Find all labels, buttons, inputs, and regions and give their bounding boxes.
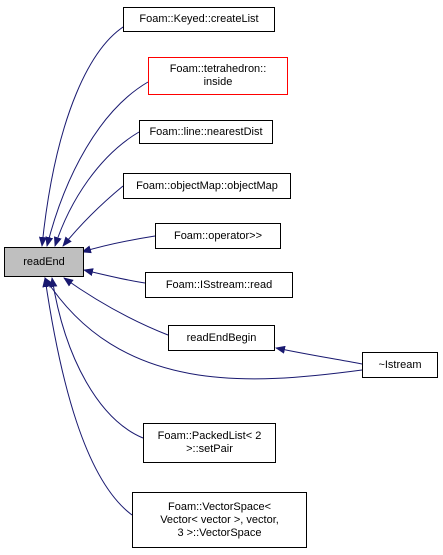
node-line-nearestdist[interactable]: Foam::line::nearestDist — [139, 120, 273, 144]
node-objectmap-objectmap[interactable]: Foam::objectMap::objectMap — [123, 173, 291, 199]
node-label: Foam::PackedList< 2 >::setPair — [157, 430, 262, 455]
node-isstream-read[interactable]: Foam::ISstream::read — [145, 272, 293, 298]
node-istream-destructor[interactable]: ~Istream — [362, 352, 438, 378]
node-label: Foam::objectMap::objectMap — [136, 179, 278, 192]
edge-istream-destructor-readend — [44, 277, 363, 380]
node-label: readEndBegin — [186, 331, 257, 344]
node-vectorspace-vectorspace[interactable]: Foam::VectorSpace< Vector< vector >, vec… — [132, 492, 307, 548]
node-keyed-createlist[interactable]: Foam::Keyed::createList — [123, 7, 275, 32]
node-tetrahedron-inside[interactable]: Foam::tetrahedron:: inside — [148, 57, 288, 95]
edge-objectmap-objectmap — [62, 185, 124, 247]
edge-vectorspace-vectorspace — [42, 277, 133, 516]
node-label: readEnd — [23, 255, 65, 268]
node-readendbegin[interactable]: readEndBegin — [168, 325, 275, 351]
edge-isstream-read — [83, 268, 146, 284]
edge-tetrahedron-inside — [45, 81, 149, 247]
node-label: Foam::Keyed::createList — [139, 13, 259, 25]
node-readend: readEnd — [4, 247, 84, 277]
edge-keyed-createlist — [38, 20, 135, 247]
edge-istream-destructor-readendbegin — [275, 345, 363, 365]
node-label: ~Istream — [378, 358, 422, 371]
edge-operator-shift — [81, 235, 156, 254]
node-label: Foam::operator>> — [173, 229, 263, 242]
node-operator-shift[interactable]: Foam::operator>> — [155, 223, 281, 249]
node-label: Foam::VectorSpace< Vector< vector >, vec… — [160, 500, 279, 539]
node-packedlist-setpair[interactable]: Foam::PackedList< 2 >::setPair — [143, 423, 276, 463]
edge-readendbegin — [63, 277, 169, 336]
edge-line-nearestdist — [53, 131, 140, 247]
edge-packedlist-setpair — [49, 277, 144, 439]
node-label: Foam::line::nearestDist — [149, 125, 263, 138]
node-label: Foam::tetrahedron:: inside — [169, 63, 267, 88]
node-label: Foam::ISstream::read — [165, 278, 273, 291]
